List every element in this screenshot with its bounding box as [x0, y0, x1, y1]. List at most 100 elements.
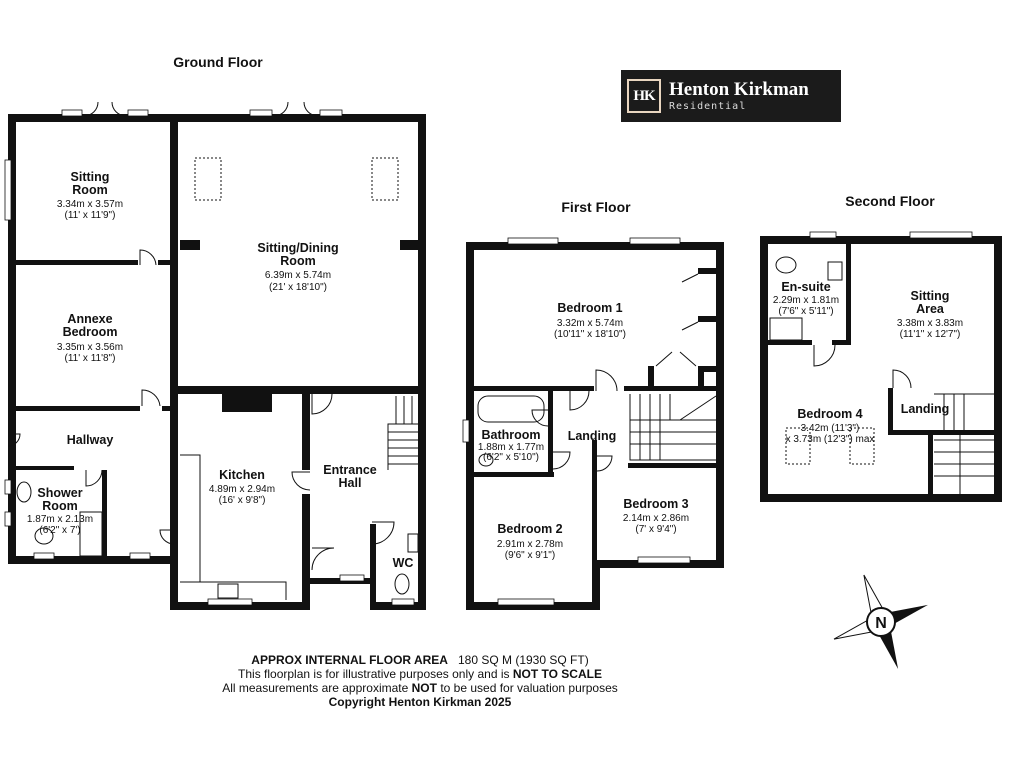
wall: [888, 388, 893, 435]
wall: [8, 556, 178, 564]
wardrobe-doors: [655, 273, 699, 367]
window: [249, 109, 273, 117]
wall: [592, 560, 724, 568]
wall: [474, 472, 554, 477]
window: [809, 231, 837, 239]
room-name: En-suite: [781, 280, 830, 294]
room-imperial: (10'11" x 18'10"): [554, 329, 626, 340]
room-metric: 2.14m x 2.86m: [623, 513, 689, 524]
wall: [994, 236, 1002, 502]
rooflight: [849, 427, 875, 465]
first-floor-title: First Floor: [561, 199, 631, 215]
staircase: [629, 394, 717, 461]
wall: [760, 494, 1002, 502]
wall: [170, 386, 178, 610]
wall: [14, 466, 74, 470]
chimney-breast: [222, 394, 272, 412]
company-logo: HK Henton Kirkman Residential: [621, 70, 841, 122]
room-metric: 3.42m (11'3"): [801, 423, 860, 434]
door-swing: [85, 469, 103, 487]
wall: [170, 386, 426, 394]
wall: [400, 240, 418, 250]
wall: [832, 340, 851, 345]
disclaimer-scale: This floorplan is for illustrative purpo…: [150, 667, 690, 681]
wall: [888, 430, 994, 435]
wall: [418, 394, 426, 610]
wall: [698, 366, 704, 388]
door-swing: [892, 369, 912, 389]
door-swing: [552, 451, 571, 470]
door-swing: [311, 547, 335, 571]
disclaimer-text: This floorplan is for illustrative purpo…: [238, 667, 510, 681]
room-name: Kitchen: [219, 468, 265, 482]
door-swing: [595, 369, 618, 392]
disclaimer-text: All measurements are approximate: [222, 681, 409, 695]
wall: [8, 260, 138, 265]
door-swing: [139, 249, 157, 266]
staircase: [387, 396, 418, 470]
disclaimer-emphasis: NOT TO SCALE: [512, 667, 602, 681]
window: [4, 511, 12, 527]
wall: [466, 602, 600, 610]
room-name: Hallway: [67, 433, 114, 447]
room-name: Bedroom 1: [557, 301, 622, 315]
room-name: Bedroom 3: [623, 497, 688, 511]
room-bedroom-2: Bedroom 2 2.91m x 2.78m (9'6" x 9'1"): [497, 522, 563, 561]
room-imperial: (7'6" x 5'11"): [778, 306, 833, 317]
wall: [162, 406, 176, 411]
wall: [548, 391, 553, 475]
room-imperial: (11' x 11'8"): [65, 353, 116, 364]
french-doors: [273, 101, 319, 117]
wall: [768, 340, 812, 345]
wall: [302, 494, 310, 610]
toilet-icon: [16, 481, 32, 503]
wall: [624, 386, 724, 391]
room-imperial: (11' x 11'9"): [65, 210, 116, 221]
second-floor-plan: Second Floor En-suite 2.29m x 1.81m (7'6…: [760, 193, 1002, 502]
window: [909, 231, 973, 239]
room-imperial: (7' x 9'4"): [635, 524, 676, 535]
window: [127, 109, 149, 117]
wall: [180, 240, 200, 250]
floor-area-label: APPROX INTERNAL FLOOR AREA: [251, 653, 448, 667]
room-name: Bedroom 4: [797, 407, 862, 421]
window: [391, 598, 415, 606]
room-metric: 4.89m x 2.94m: [209, 484, 275, 495]
room-imperial: (6'2" x 7'): [39, 525, 80, 536]
room-imperial: (11'1" x 12'7"): [900, 329, 961, 340]
wall: [8, 114, 16, 564]
toilet-icon: [394, 573, 410, 595]
room-metric: 1.87m x 2.13m: [27, 514, 93, 525]
floor-area-value: 180 SQ M (1930 SQ FT): [457, 653, 589, 667]
wall: [760, 236, 1002, 244]
door-swing: [596, 455, 613, 472]
window: [33, 552, 55, 560]
window: [339, 574, 365, 582]
wall: [170, 602, 310, 610]
room-metric: 3.34m x 3.57m: [57, 199, 123, 210]
compass-rose: N: [833, 574, 928, 669]
room-metric: 2.29m x 1.81m: [773, 295, 839, 306]
disclaimer-emphasis: NOT: [411, 681, 437, 695]
window: [629, 237, 681, 245]
wall: [474, 386, 594, 391]
room-metric: 1.88m x 1.77m: [478, 442, 544, 453]
room-metric: 2.91m x 2.78m: [497, 539, 563, 550]
disclaimer-valuation: All measurements are approximate NOT to …: [150, 681, 690, 695]
logo-brand: Henton Kirkman: [669, 78, 809, 100]
wall: [376, 602, 426, 610]
room-metric: 3.38m x 3.83m: [897, 318, 963, 329]
wall: [170, 114, 178, 534]
window: [462, 419, 470, 443]
second-floor-title: Second Floor: [845, 193, 935, 209]
window: [637, 556, 691, 564]
french-doors: [83, 101, 127, 117]
compass-center: [866, 607, 896, 637]
shower-tray: [79, 511, 103, 557]
staircase: [934, 393, 994, 494]
